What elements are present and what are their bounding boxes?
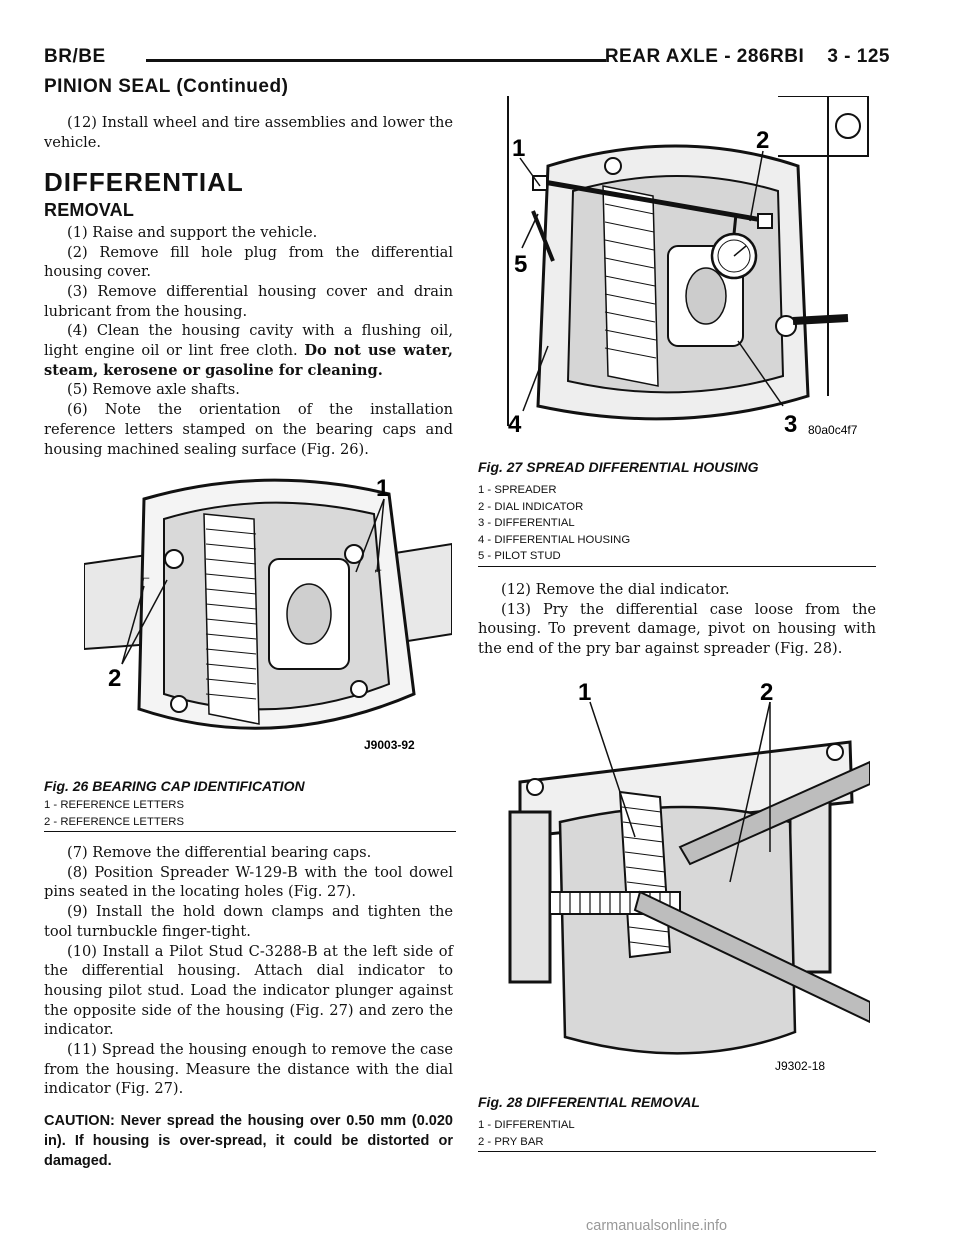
figure-27: 1 2 3 4 5 80a0c4f7 (478, 96, 878, 448)
fig26-title: Fig. 26 BEARING CAP IDENTIFICATION (44, 778, 305, 794)
fig28-legend-item: 2 - PRY BAR (478, 1135, 544, 1148)
continued-heading: PINION SEAL (Continued) (44, 76, 289, 97)
step-4-text: (4) Clean the housing cavity with a flus… (44, 322, 453, 360)
fig27-legend-item: 4 - DIFFERENTIAL HOUSING (478, 533, 631, 546)
fig27-legend: 1 - SPREADER 2 - DIAL INDICATOR 3 - DIFF… (478, 482, 876, 567)
fig28-legend-item: 1 - DIFFERENTIAL (478, 1119, 575, 1131)
fig28-title: Fig. 28 DIFFERENTIAL REMOVAL (478, 1094, 700, 1110)
step-4-warning: Do not use water, steam, kerosene or gas… (44, 342, 453, 379)
fig28-caption: Fig. 28 DIFFERENTIAL REMOVAL 1 - DIFFERE… (478, 1094, 876, 1153)
fig28-illustration: 1 2 J9302-18 (490, 672, 870, 1092)
header-right: REAR AXLE - 286RBI 3 - 125 (604, 46, 890, 67)
left-column-top: (12) Install wheel and tire assemblies a… (44, 113, 453, 459)
fig27-legend-item: 2 - DIAL INDICATOR (478, 500, 584, 513)
fig27-callout-2: 2 (756, 127, 769, 154)
step-4: (4) Clean the housing cavity with a flus… (44, 321, 453, 380)
section-title: DIFFERENTIAL (44, 167, 244, 198)
intro-step: (12) Install wheel and tire assemblies a… (44, 114, 453, 151)
fig26-code: J9003-92 (364, 738, 415, 752)
fig27-legend-item: 5 - PILOT STUD (478, 550, 561, 563)
fig28-callout-2: 2 (760, 679, 773, 706)
step-8: (8) Position Spreader W-129-B with the t… (44, 863, 453, 901)
fig26-ref-mark-left: ⌐ (142, 574, 150, 585)
fig27-illustration: 1 2 3 4 5 80a0c4f7 (478, 96, 878, 448)
fig27-callout-3: 3 (784, 411, 797, 438)
fig27-callout-1: 1 (512, 135, 525, 162)
fig26-illustration: ⌐ ⌐ 1 2 J9003-92 (84, 474, 452, 764)
step-2: (2) Remove fill hole plug from the diffe… (44, 243, 453, 281)
fig26-callout-1: 1 (376, 475, 389, 502)
fig27-caption: Fig. 27 SPREAD DIFFERENTIAL HOUSING 1 - … (478, 459, 876, 567)
step-6: (6) Note the orientation of the installa… (44, 401, 453, 458)
caution-note: CAUTION: Never spread the housing over 0… (44, 1113, 453, 1170)
fig27-legend-item: 3 - DIFFERENTIAL (478, 517, 575, 530)
fig28-code: J9302-18 (775, 1059, 825, 1073)
step-13: (13) Pry the differential case loose fro… (478, 600, 876, 658)
fig27-callout-5: 5 (514, 251, 527, 278)
fig27-title: Fig. 27 SPREAD DIFFERENTIAL HOUSING (478, 459, 759, 475)
step-3: (3) Remove differential housing cover an… (44, 282, 453, 320)
left-column-bottom: (7) Remove the differential bearing caps… (44, 843, 453, 1171)
fig26-legend: 1 - REFERENCE LETTERS 2 - REFERENCE LETT… (44, 797, 456, 833)
fig27-code: 80a0c4f7 (808, 423, 858, 437)
step-7: (7) Remove the differential bearing caps… (67, 844, 372, 861)
fig26-legend-item: 1 - REFERENCE LETTERS (44, 799, 184, 811)
step-10: (10) Install a Pilot Stud C-3288-B at th… (44, 942, 453, 1039)
fig28-callout-1: 1 (578, 679, 591, 706)
fig27-callout-4: 4 (508, 411, 522, 438)
fig27-legend-item: 1 - SPREADER (478, 484, 557, 496)
figure-28: 1 2 J9302-18 (490, 672, 870, 1092)
fig28-legend: 1 - DIFFERENTIAL 2 - PRY BAR (478, 1117, 876, 1153)
fig26-ref-mark-right: ⌐ (374, 566, 382, 577)
step-1: (1) Raise and support the vehicle. (67, 223, 318, 241)
fig26-caption: Fig. 26 BEARING CAP IDENTIFICATION 1 - R… (44, 778, 456, 833)
figure-26: ⌐ ⌐ 1 2 J9003-92 (84, 474, 452, 764)
step-9: (9) Install the hold down clamps and tig… (44, 903, 453, 940)
fig26-legend-item: 2 - REFERENCE LETTERS (44, 815, 184, 828)
watermark-link[interactable]: carmanualsonline.info (586, 1218, 728, 1234)
header-left: BR/BE (44, 46, 106, 67)
subsection-title: REMOVAL (44, 200, 135, 221)
step-5: (5) Remove axle shafts. (67, 381, 240, 399)
step-11: (11) Spread the housing enough to remove… (44, 1041, 453, 1098)
fig26-callout-2: 2 (108, 665, 121, 692)
step-12: (12) Remove the dial indicator. (501, 581, 730, 598)
header-rule (146, 59, 606, 62)
right-column-text: (12) Remove the dial indicator. (13) Pry… (478, 580, 876, 659)
